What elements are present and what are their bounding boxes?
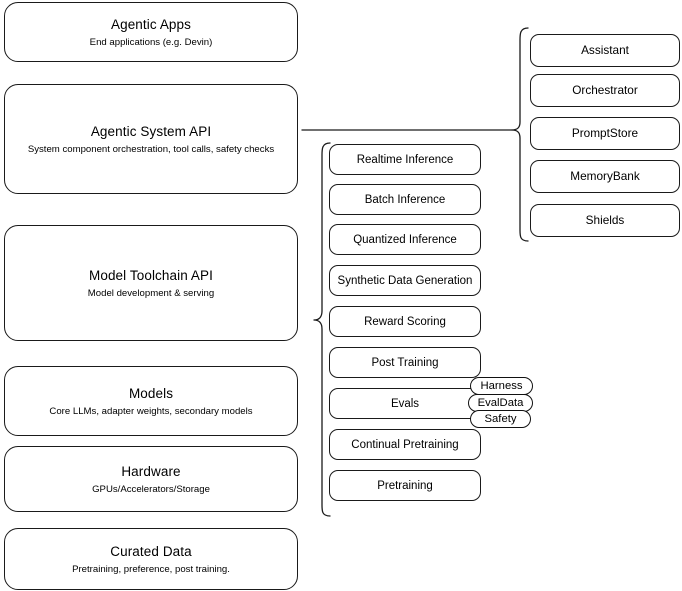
capability-label: Quantized Inference	[353, 233, 457, 246]
system-component-label: Shields	[585, 213, 625, 227]
capability-synthetic-data-generation[interactable]: Synthetic Data Generation	[329, 265, 481, 296]
layer-title: Agentic Apps	[110, 16, 191, 32]
capability-label: Post Training	[371, 356, 439, 369]
layer-hardware[interactable]: Hardware GPUs/Accelerators/Storage	[4, 446, 298, 512]
capability-post-training[interactable]: Post Training	[329, 347, 481, 378]
capability-batch-inference[interactable]: Batch Inference	[329, 184, 481, 215]
layer-model-toolchain-api[interactable]: Model Toolchain API Model development & …	[4, 225, 298, 341]
brace-system-components	[511, 27, 529, 242]
capability-pretraining[interactable]: Pretraining	[329, 470, 481, 501]
layer-subtitle: Model development & serving	[87, 287, 215, 299]
layer-title: Model Toolchain API	[89, 267, 213, 283]
layer-subtitle: System component orchestration, tool cal…	[27, 143, 275, 155]
system-component-label: MemoryBank	[570, 169, 640, 183]
layer-title: Curated Data	[110, 543, 192, 559]
capability-continual-pretraining[interactable]: Continual Pretraining	[329, 429, 481, 460]
layer-subtitle: GPUs/Accelerators/Storage	[92, 483, 210, 495]
capability-label: Synthetic Data Generation	[337, 274, 473, 287]
capability-label: Evals	[390, 397, 420, 410]
capability-evals[interactable]: Evals	[329, 388, 481, 419]
layer-models[interactable]: Models Core LLMs, adapter weights, secon…	[4, 366, 298, 436]
capability-label: Continual Pretraining	[351, 438, 459, 451]
layer-title: Hardware	[121, 463, 181, 479]
capability-realtime-inference[interactable]: Realtime Inference	[329, 144, 481, 175]
system-component-shields[interactable]: Shields	[530, 204, 680, 237]
eval-tag-harness[interactable]: Harness	[470, 377, 533, 395]
capability-label: Reward Scoring	[364, 315, 446, 328]
layer-subtitle: Pretraining, preference, post training.	[72, 563, 230, 575]
eval-tag-safety[interactable]: Safety	[470, 410, 531, 428]
system-component-label: Assistant	[581, 43, 629, 57]
capability-quantized-inference[interactable]: Quantized Inference	[329, 224, 481, 255]
capability-reward-scoring[interactable]: Reward Scoring	[329, 306, 481, 337]
capability-label: Pretraining	[377, 479, 433, 492]
layer-curated-data[interactable]: Curated Data Pretraining, preference, po…	[4, 528, 298, 590]
layer-subtitle: End applications (e.g. Devin)	[89, 36, 213, 48]
capability-label: Realtime Inference	[356, 153, 454, 166]
layer-title: Models	[128, 385, 174, 401]
layer-title: Agentic System API	[90, 123, 212, 139]
system-component-promptstore[interactable]: PromptStore	[530, 117, 680, 150]
layer-subtitle: Core LLMs, adapter weights, secondary mo…	[49, 405, 253, 417]
system-component-orchestrator[interactable]: Orchestrator	[530, 74, 680, 107]
capability-label: Batch Inference	[364, 193, 446, 206]
system-component-memorybank[interactable]: MemoryBank	[530, 160, 680, 193]
layer-agentic-system-api[interactable]: Agentic System API System component orch…	[4, 84, 298, 194]
layer-agentic-apps[interactable]: Agentic Apps End applications (e.g. Devi…	[4, 2, 298, 62]
system-component-label: PromptStore	[571, 126, 639, 140]
system-component-assistant[interactable]: Assistant	[530, 34, 680, 67]
system-component-label: Orchestrator	[572, 83, 638, 97]
brace-toolchain-capabilities	[313, 142, 331, 517]
